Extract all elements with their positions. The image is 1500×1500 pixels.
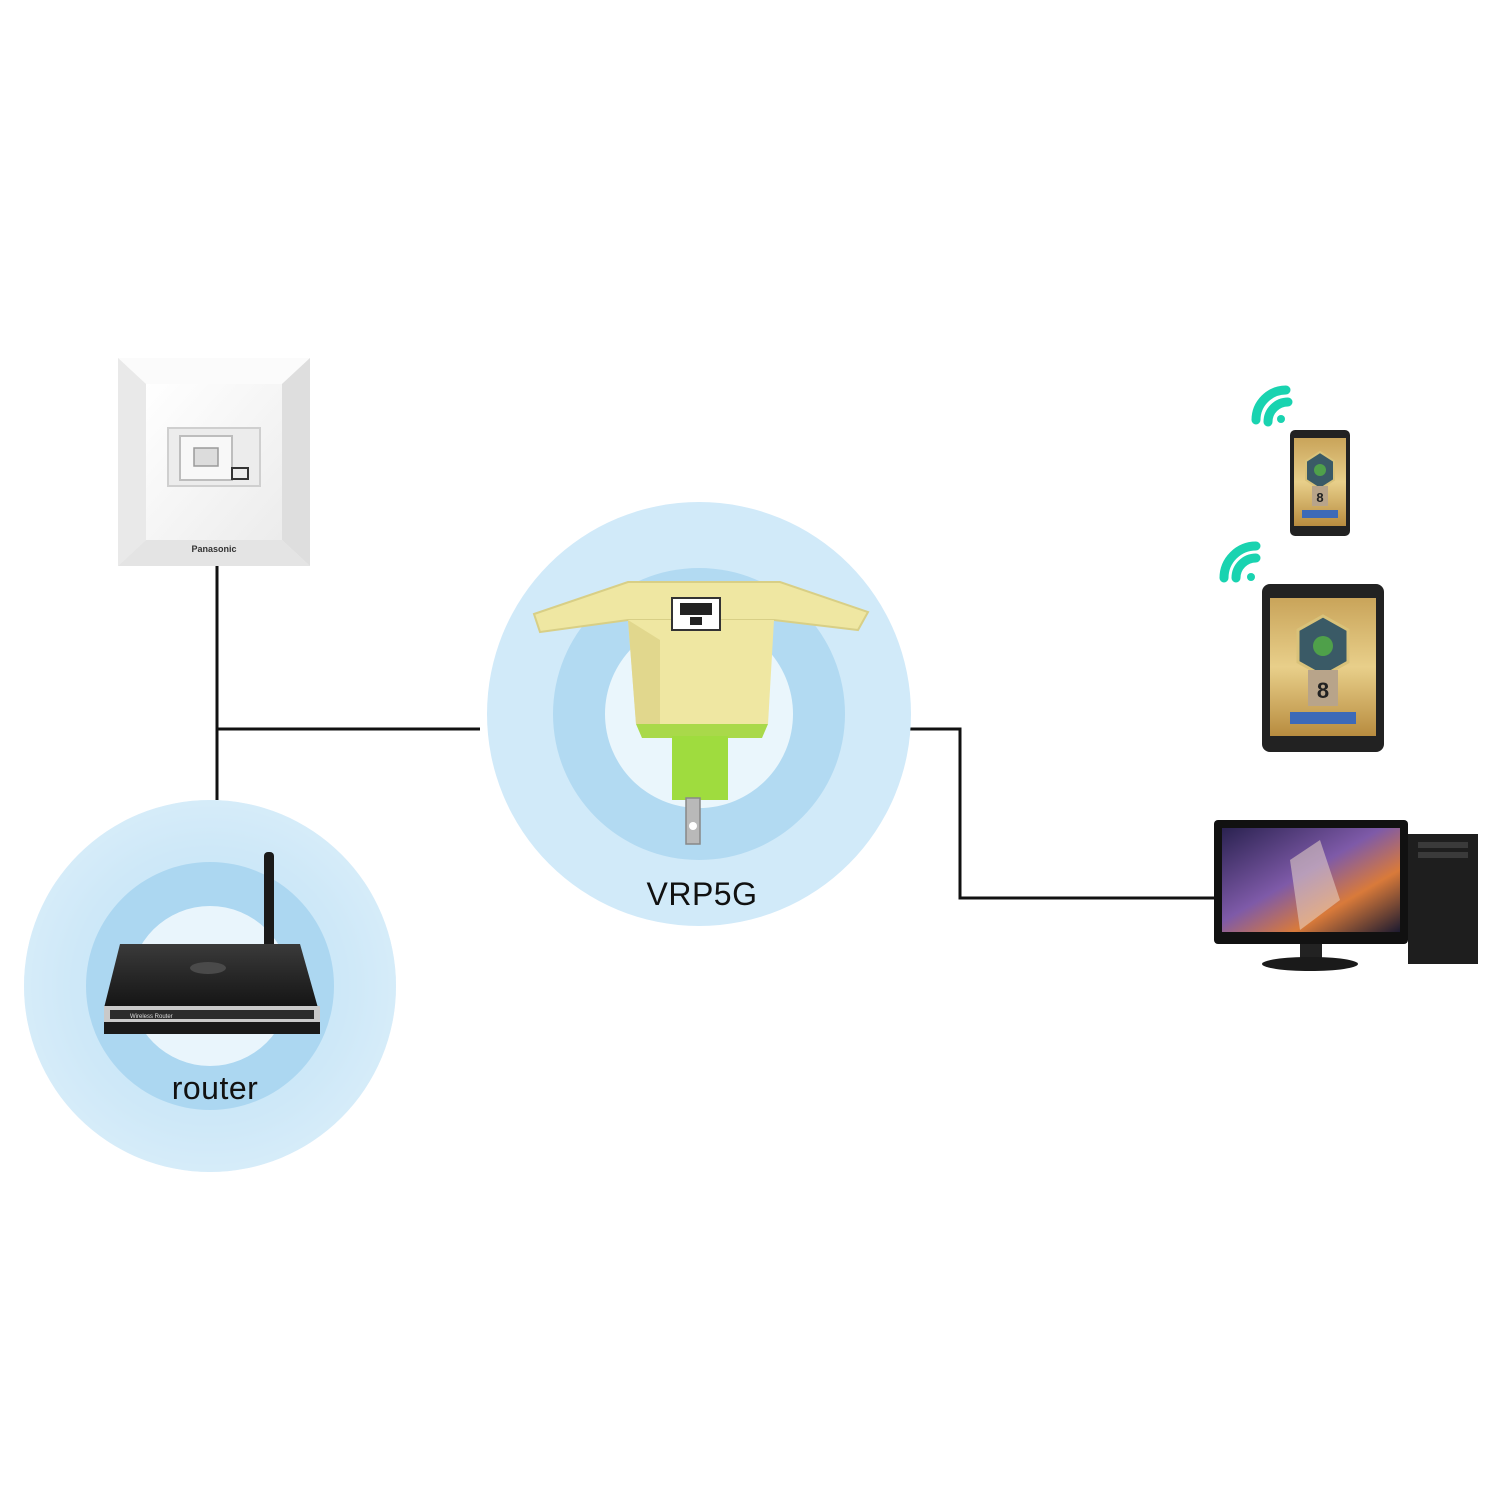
wifi-icon <box>1251 385 1293 427</box>
phone-level-number: 8 <box>1316 490 1323 505</box>
tablet-icon: 8 <box>1262 584 1384 752</box>
wifi-icon <box>1219 541 1261 583</box>
extender-icon <box>532 581 870 845</box>
wall-plate-brand: Panasonic <box>191 544 236 554</box>
smartphone-icon: 8 <box>1290 430 1350 536</box>
tablet-level-number: 8 <box>1317 678 1329 703</box>
router-label: router <box>172 1070 259 1106</box>
router-icon: Wireless Router <box>104 852 320 1034</box>
router-front-text: Wireless Router <box>130 1014 173 1020</box>
connection-lines <box>215 566 1215 900</box>
extender-label: VRP5G <box>647 876 758 912</box>
desktop-computer-icon <box>1214 820 1478 971</box>
wall-jack-icon: Panasonic <box>118 358 310 566</box>
